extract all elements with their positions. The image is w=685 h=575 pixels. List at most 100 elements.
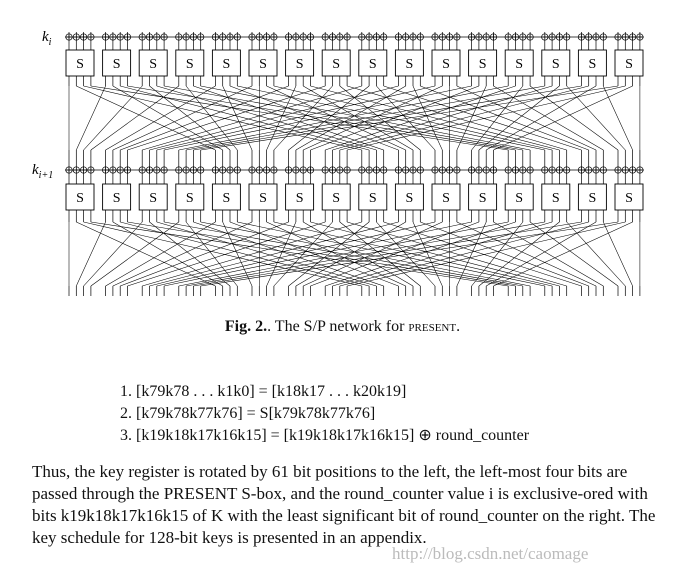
permutation-wire: [142, 221, 362, 287]
sbox-label: S: [332, 191, 340, 206]
permutation-wire: [310, 221, 479, 287]
permutation-wire: [295, 221, 406, 287]
permutation-wire: [273, 85, 333, 151]
permutation-wire: [486, 221, 597, 287]
sbox: [541, 49, 571, 77]
permutation-wire: [156, 85, 436, 151]
permutation-wire: [120, 221, 370, 287]
sbox-label: S: [589, 57, 597, 72]
permutation-wire: [237, 221, 545, 287]
sbox: [431, 49, 461, 77]
sbox-label: S: [515, 57, 523, 72]
permutation-wire: [229, 85, 399, 151]
sbox-label: S: [259, 57, 267, 72]
permutation-wire: [456, 221, 597, 287]
permutation-wire: [478, 221, 560, 287]
sbox-label: S: [186, 191, 194, 206]
permutation-wire: [193, 85, 384, 151]
permutation-wire: [185, 85, 238, 151]
permutation-wire: [193, 221, 384, 287]
permutation-wire: [493, 221, 604, 287]
sbox: [248, 49, 278, 77]
sbox: [577, 183, 607, 211]
permutation-wire: [478, 85, 560, 151]
sbox: [102, 183, 132, 211]
sbox-label: S: [149, 57, 157, 72]
caption-text: . The S/P network for: [267, 318, 409, 335]
permutation-wire: [420, 85, 589, 151]
permutation-wire: [486, 85, 597, 151]
permutation-wire: [127, 85, 326, 151]
permutation-wire: [105, 85, 216, 151]
permutation-wire: [493, 221, 633, 287]
sbox-label: S: [186, 57, 194, 72]
permutation-wire: [383, 221, 582, 287]
sbox: [468, 183, 498, 211]
permutation-wire: [347, 221, 626, 287]
sbox: [358, 183, 388, 211]
sbox: [358, 49, 388, 77]
sbox: [504, 183, 534, 211]
caption-cipher: present: [408, 318, 457, 335]
sbox-label: S: [479, 57, 487, 72]
permutation-wire: [120, 85, 289, 151]
step-1: 1. [k79k78 . . . k1k0] = [k18k17 . . . k…: [120, 383, 407, 400]
sbox: [248, 183, 278, 211]
permutation-wire: [266, 221, 297, 287]
sbox: [394, 49, 424, 77]
permutation-wire: [529, 221, 619, 287]
permutation-wire: [566, 85, 626, 151]
sbox-label: S: [442, 191, 450, 206]
permutation-wire: [273, 221, 553, 287]
permutation-wire: [347, 85, 567, 151]
label-ki: ki: [42, 29, 52, 48]
permutation-wire: [83, 85, 362, 151]
sbox: [175, 49, 205, 77]
sbox-label: S: [589, 191, 597, 206]
sbox-label: S: [369, 57, 377, 72]
permutation-wire: [237, 85, 545, 151]
permutation-wire: [83, 221, 362, 287]
permutation-wire: [339, 221, 421, 287]
sbox: [211, 183, 241, 211]
permutation-wire: [456, 221, 487, 287]
permutation-wire: [186, 85, 545, 151]
permutation-wire: [288, 85, 370, 151]
label-ki1-sub: i+1: [39, 170, 54, 181]
sbox-label: S: [113, 57, 121, 72]
permutation-wire: [105, 221, 216, 287]
permutation-wire: [310, 85, 479, 151]
sbox-label: S: [223, 57, 231, 72]
permutation-wire: [420, 221, 589, 287]
permutation-wire: [193, 221, 582, 287]
sbox: [138, 49, 168, 77]
sbox-label: S: [552, 57, 560, 72]
sbox: [285, 183, 315, 211]
sbox-label: S: [259, 191, 267, 206]
sbox-label: S: [149, 191, 157, 206]
sbox-label: S: [625, 57, 633, 72]
permutation-wire: [112, 221, 223, 287]
permutation-wire: [142, 85, 362, 151]
permutation-wire: [566, 221, 626, 287]
permutation-wire: [90, 221, 179, 287]
sbox: [468, 49, 498, 77]
permutation-wire: [339, 85, 421, 151]
sbox-label: S: [479, 191, 487, 206]
permutation-wire: [120, 221, 289, 287]
permutation-wire: [149, 85, 399, 151]
permutation-wire: [266, 85, 406, 151]
permutation-wire: [112, 221, 253, 287]
permutation-wire: [229, 221, 399, 287]
permutation-wire: [200, 221, 619, 287]
figure-caption: Fig. 2.. The S/P network for present.: [0, 318, 685, 336]
permutation-wire: [493, 85, 633, 151]
permutation-wire: [471, 221, 524, 287]
sbox-label: S: [552, 191, 560, 206]
sbox: [504, 49, 534, 77]
body-paragraph: Thus, the key register is rotated by 61 …: [32, 462, 656, 547]
permutation-wire: [412, 221, 443, 287]
sbox: [65, 49, 95, 77]
sbox-label: S: [625, 191, 633, 206]
